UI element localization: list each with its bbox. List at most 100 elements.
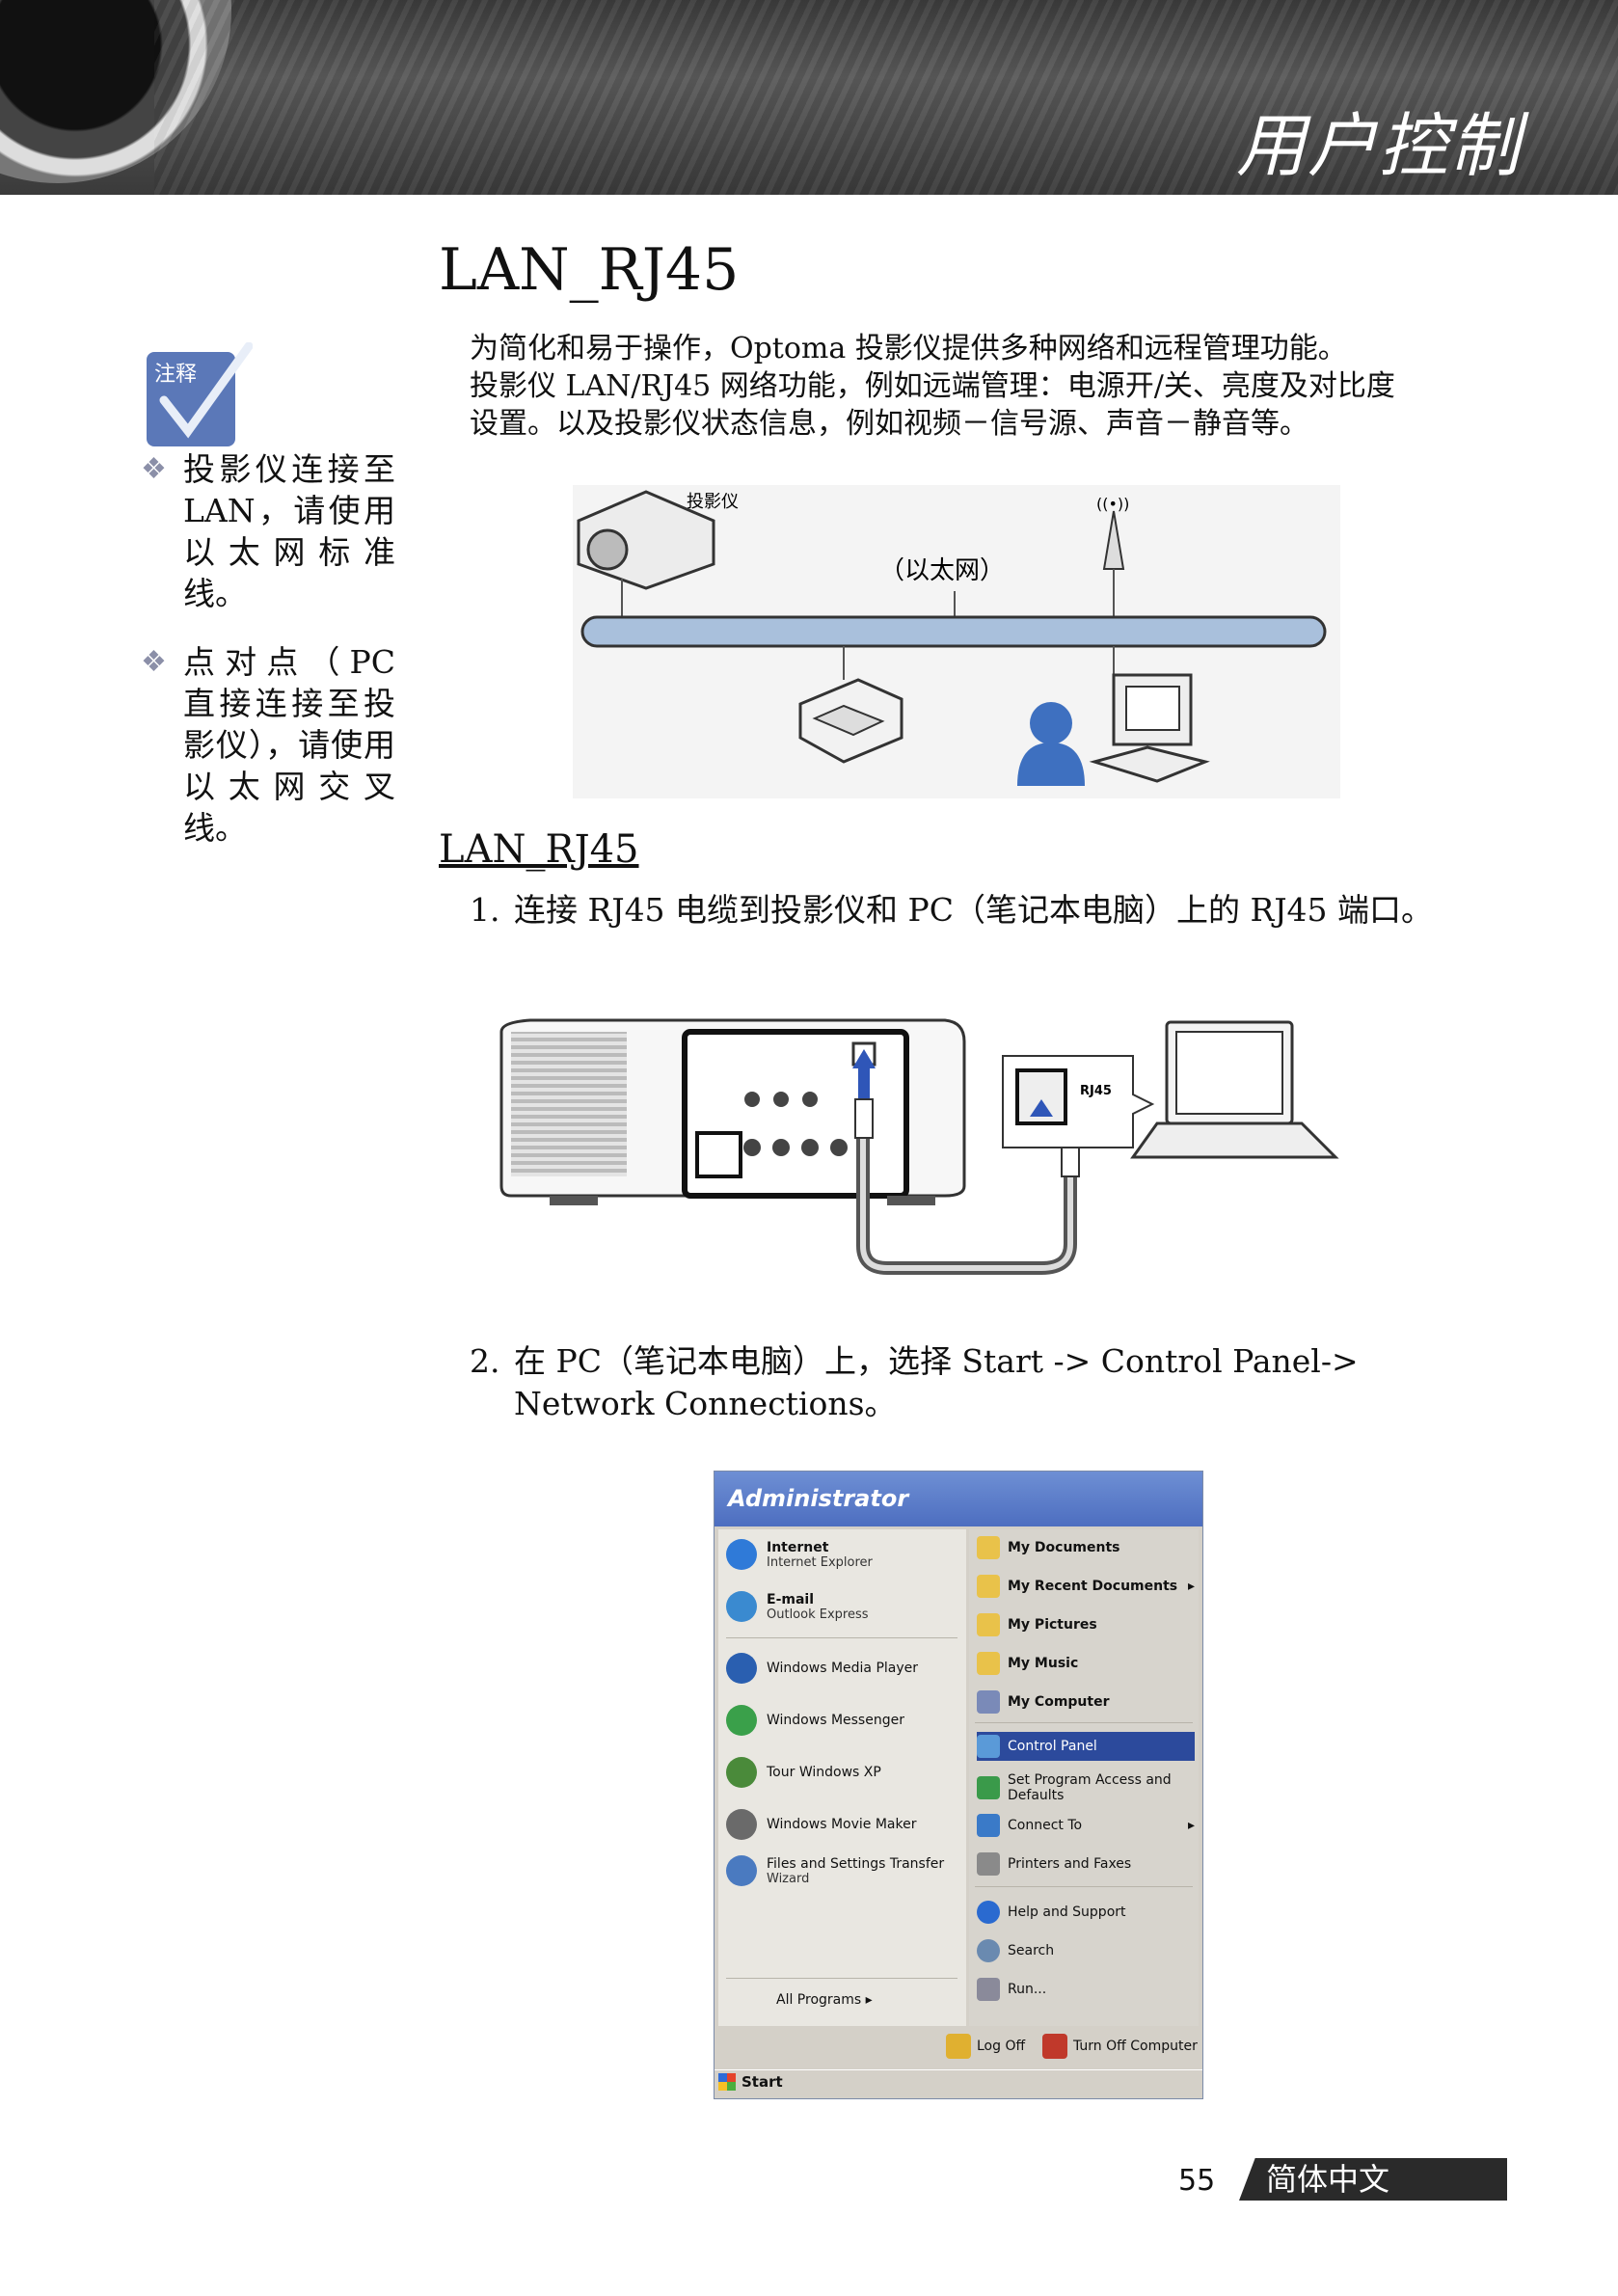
outlook-express-icon — [726, 1591, 757, 1622]
diamond-bullet-icon: ❖ — [141, 645, 167, 679]
rj45-plug — [854, 1098, 874, 1139]
item-label: My Recent Documents — [1008, 1579, 1178, 1594]
note-text: 点对点（PC 直接连接至投影仪），请使用以太网交叉线。 — [183, 643, 395, 847]
item-title: Windows Movie Maker — [767, 1817, 917, 1832]
step-number: 1. — [470, 891, 500, 929]
item-label: Connect To — [1008, 1818, 1083, 1833]
step-number: 2. — [470, 1342, 500, 1380]
start-item-my-computer[interactable]: My Computer — [977, 1688, 1195, 1716]
taskbar: Start — [715, 2069, 1202, 2098]
log-off-label: Log Off — [977, 2039, 1026, 2054]
menu-separator — [726, 1637, 957, 1638]
media-player-icon — [726, 1653, 757, 1684]
my-music-icon — [977, 1652, 1000, 1675]
rj45-callout: RJ45 — [1002, 1055, 1155, 1148]
control-panel-icon — [977, 1735, 1000, 1758]
start-item-connect-to[interactable]: Connect To ▸ — [977, 1811, 1195, 1840]
svg-text:((•)): ((•)) — [1096, 495, 1129, 513]
network-diagram: 投影仪 ((•)) （以太网） — [573, 485, 1340, 798]
my-computer-icon — [977, 1690, 1000, 1714]
step-text: Network Connections。 — [514, 1385, 897, 1422]
run-icon — [977, 1978, 1000, 2001]
menu-separator — [975, 1886, 1193, 1887]
item-title: Tour Windows XP — [767, 1765, 881, 1780]
start-item-my-documents[interactable]: My Documents — [977, 1533, 1195, 1562]
windows-logo-icon — [718, 2073, 736, 2091]
item-label: Set Program Access and — [1008, 1772, 1172, 1788]
item-title: Files and Settings Transfer — [767, 1855, 945, 1872]
start-item-messenger[interactable]: Windows Messenger — [726, 1705, 904, 1736]
note-item: ❖ 点对点（PC 直接连接至投影仪），请使用以太网交叉线。 — [135, 641, 395, 849]
section-title: 用户控制 — [1235, 105, 1522, 186]
internet-explorer-icon — [726, 1539, 757, 1570]
step-2: 2. 在 PC（笔记本电脑）上，选择 Start -> Control Panel… — [470, 1340, 1434, 1425]
start-item-run[interactable]: Run... — [977, 1975, 1195, 2004]
note-checkmark-icon: 注释 — [147, 342, 253, 446]
start-item-control-panel[interactable]: Control Panel — [977, 1732, 1195, 1761]
recent-documents-icon — [977, 1575, 1000, 1598]
help-icon — [977, 1901, 1000, 1924]
start-item-my-pictures[interactable]: My Pictures — [977, 1610, 1195, 1639]
language-tab: 简体中文 — [1239, 2158, 1507, 2201]
transfer-wizard-icon — [726, 1855, 757, 1886]
my-documents-icon — [977, 1536, 1000, 1559]
start-label: Start — [742, 2073, 783, 2091]
log-off-button[interactable]: Log Off — [946, 2034, 1025, 2059]
start-item-media-player[interactable]: Windows Media Player — [726, 1653, 918, 1684]
start-item-search[interactable]: Search — [977, 1936, 1195, 1965]
desktop-computer-icon — [1089, 673, 1210, 783]
note-text: 投影仪连接至 LAN，请使用以太网标准线。 — [183, 450, 395, 612]
tour-xp-icon — [726, 1757, 757, 1788]
printer-icon — [798, 646, 903, 764]
intro-line: 投影仪 LAN/RJ45 网络功能，例如远端管理：电源开/关、亮度及对比度 — [470, 369, 1395, 403]
item-title: E-mail — [767, 1591, 815, 1607]
ethernet-bus — [580, 615, 1327, 648]
header-texture — [154, 0, 1618, 195]
item-title: Internet — [767, 1539, 829, 1555]
item-label: Defaults — [1008, 1788, 1065, 1803]
diamond-bullet-icon: ❖ — [141, 452, 167, 486]
projector-icon — [577, 490, 715, 620]
item-label: Run... — [1008, 1982, 1047, 1997]
item-subtitle: Internet Explorer — [767, 1554, 873, 1570]
page-number: 55 — [1178, 2164, 1216, 2198]
start-menu-right-pane: My Documents My Recent Documents▸ My Pic… — [969, 1529, 1199, 2026]
step-1: 1.连接 RJ45 电缆到投影仪和 PC（笔记本电脑）上的 RJ45 端口。 — [470, 889, 1433, 932]
up-arrow-icon — [1030, 1099, 1053, 1117]
laptop-icon — [1130, 1020, 1339, 1159]
item-label: Printers and Faxes — [1008, 1856, 1132, 1872]
item-label: Help and Support — [1008, 1904, 1126, 1920]
note-list: ❖ 投影仪连接至 LAN，请使用以太网标准线。 ❖ 点对点（PC 直接连接至投影… — [135, 448, 395, 876]
antenna-icon: ((•)) — [1096, 495, 1129, 620]
start-button[interactable]: Start — [718, 2073, 783, 2091]
item-label: My Music — [1008, 1656, 1079, 1671]
all-programs-button[interactable]: All Programs ▸ — [776, 1992, 873, 2008]
intro-line: 设置。以及投影仪状态信息，例如视频－信号源、声音－静音等。 — [470, 407, 1308, 441]
step-text: 在 PC（笔记本电脑）上，选择 Start -> Control Panel-> — [514, 1342, 1359, 1380]
start-item-movie-maker[interactable]: Windows Movie Maker — [726, 1809, 916, 1840]
my-pictures-icon — [977, 1613, 1000, 1636]
start-item-help[interactable]: Help and Support — [977, 1898, 1195, 1927]
rj45-label: RJ45 — [1080, 1084, 1112, 1098]
start-menu-footer: Log Off Turn Off Computer — [715, 2026, 1202, 2069]
key-icon — [946, 2034, 971, 2059]
note-icon-label: 注释 — [154, 363, 197, 387]
page-header: 用户控制 — [0, 0, 1618, 195]
item-subtitle: Wizard — [767, 1871, 810, 1886]
item-label: My Documents — [1008, 1540, 1120, 1555]
start-item-printers[interactable]: Printers and Faxes — [977, 1850, 1195, 1878]
start-item-tour-xp[interactable]: Tour Windows XP — [726, 1757, 881, 1788]
note-item: ❖ 投影仪连接至 LAN，请使用以太网标准线。 — [135, 448, 395, 614]
rj45-connection-diagram: RJ45 — [499, 1018, 1339, 1275]
item-label: Control Panel — [1008, 1739, 1097, 1754]
start-item-recent-documents[interactable]: My Recent Documents▸ — [977, 1572, 1195, 1601]
turn-off-button[interactable]: Turn Off Computer — [1042, 2034, 1198, 2059]
start-item-my-music[interactable]: My Music — [977, 1649, 1195, 1678]
intro-line: 为简化和易于操作，Optoma 投影仪提供多种网络和远程管理功能。 — [470, 332, 1347, 365]
chevron-right-icon: ▸ — [1187, 1818, 1195, 1833]
